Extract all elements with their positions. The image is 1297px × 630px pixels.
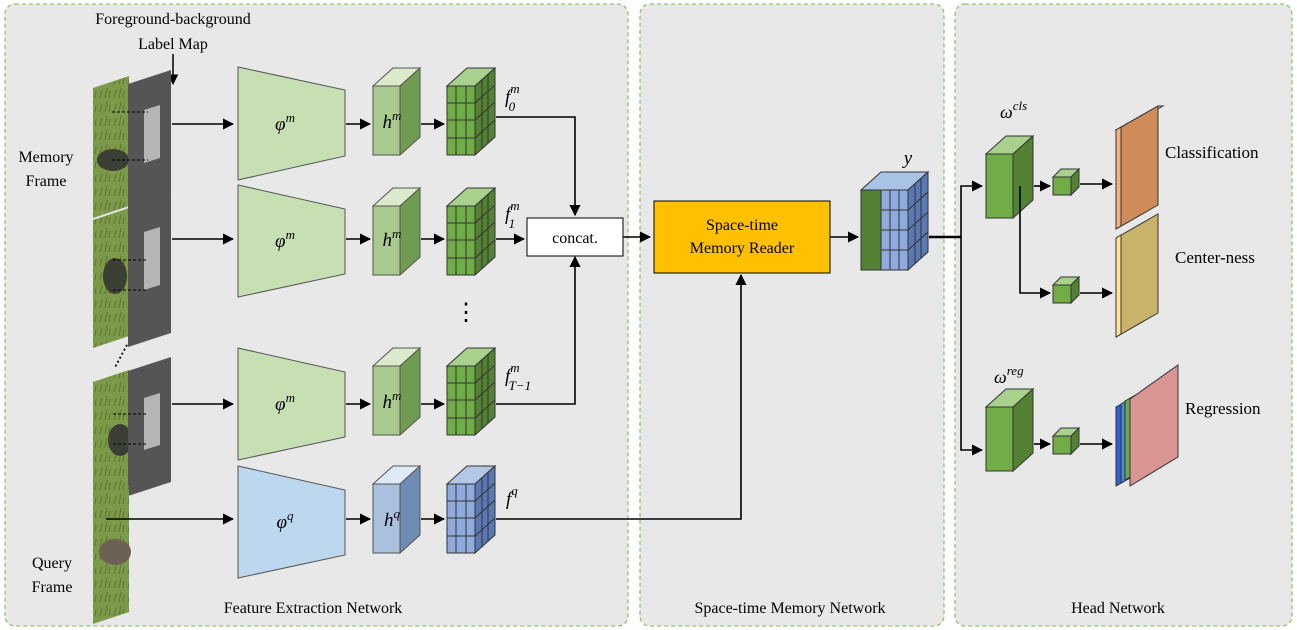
memory-feature-flast	[445, 346, 497, 437]
svg-text:φm: φm	[275, 227, 295, 252]
arrow-f0-concat	[496, 116, 581, 217]
memory-frame-label-line2: Frame	[26, 173, 67, 190]
label-map-title-line1: Foreground-background	[95, 11, 251, 28]
svg-text:hm: hm	[383, 388, 402, 413]
svg-text:hq: hq	[384, 506, 401, 531]
wreg-label: ωreg	[994, 363, 1024, 387]
memory-frame-0	[93, 70, 171, 218]
svg-text:φq: φq	[276, 508, 294, 533]
reg-small-block	[1051, 426, 1081, 456]
arrow-wcls-ctr	[1019, 186, 1052, 299]
query-encoder: φq	[237, 465, 346, 579]
query-frame	[93, 485, 131, 624]
memory-feature-f0	[445, 66, 497, 157]
output-y-block: y	[859, 148, 930, 272]
wcls-block: ωcls	[984, 98, 1035, 220]
query-h-block: hq	[371, 464, 422, 555]
query-feature-fq	[445, 464, 497, 555]
regression-map: Regression	[1115, 364, 1261, 487]
memory-encoder-0: φm	[237, 66, 346, 181]
arrow-to-wreg	[960, 237, 984, 456]
space-time-memory-reader: Space-time Memory Reader	[653, 200, 831, 274]
classification-label: Classification	[1165, 143, 1259, 162]
centerness-map: Center-ness	[1115, 213, 1255, 338]
vertical-ellipsis: ⋮	[454, 300, 478, 326]
concat-label: concat.	[552, 230, 598, 247]
wreg-block: ωreg	[984, 363, 1035, 473]
svg-text:φm: φm	[275, 110, 295, 135]
memory-feature-f1	[445, 186, 497, 277]
query-frame-label-line2: Frame	[32, 579, 73, 596]
memory-frame-1	[93, 193, 171, 348]
query-frame-label-line1: Query	[32, 555, 72, 572]
memory-encoder-last: φm	[237, 347, 346, 461]
panel-title-space-time-memory: Space-time Memory Network	[694, 600, 885, 617]
label-fq: fq	[506, 483, 518, 510]
arrow-to-wcls	[960, 180, 984, 237]
arrow-fq-reader	[496, 273, 747, 520]
memory-h-block-last: hm	[371, 346, 422, 437]
memory-frame-last	[93, 357, 171, 509]
memory-h-block-0: hm	[371, 66, 422, 157]
panel-title-head: Head Network	[1071, 600, 1165, 617]
svg-text:hm: hm	[383, 108, 402, 133]
centerness-label: Center-ness	[1175, 248, 1255, 267]
svg-text:φm: φm	[275, 390, 295, 415]
memory-encoder-1: φm	[237, 184, 346, 298]
concat-box: concat.	[526, 217, 624, 257]
output-y-label: y	[902, 148, 913, 169]
label-map-title-line2: Label Map	[138, 36, 208, 53]
memory-h-block-1: hm	[371, 186, 422, 277]
memory-frame-label-line1: Memory	[18, 149, 73, 166]
reader-label-line1: Space-time	[706, 217, 778, 234]
regression-label: Regression	[1185, 399, 1261, 418]
cls-small-block	[1051, 167, 1081, 197]
wcls-label: ωcls	[1000, 98, 1027, 122]
arrow-flast-concat	[496, 255, 581, 405]
reader-label-line2: Memory Reader	[690, 240, 795, 257]
panel-space-time-memory: Space-time Memory Network	[639, 3, 945, 627]
ctr-small-block	[1051, 275, 1081, 305]
svg-text:hm: hm	[383, 226, 402, 251]
panel-title-feature-extraction: Feature Extraction Network	[224, 600, 403, 617]
classification-map: Classification	[1114, 105, 1259, 230]
